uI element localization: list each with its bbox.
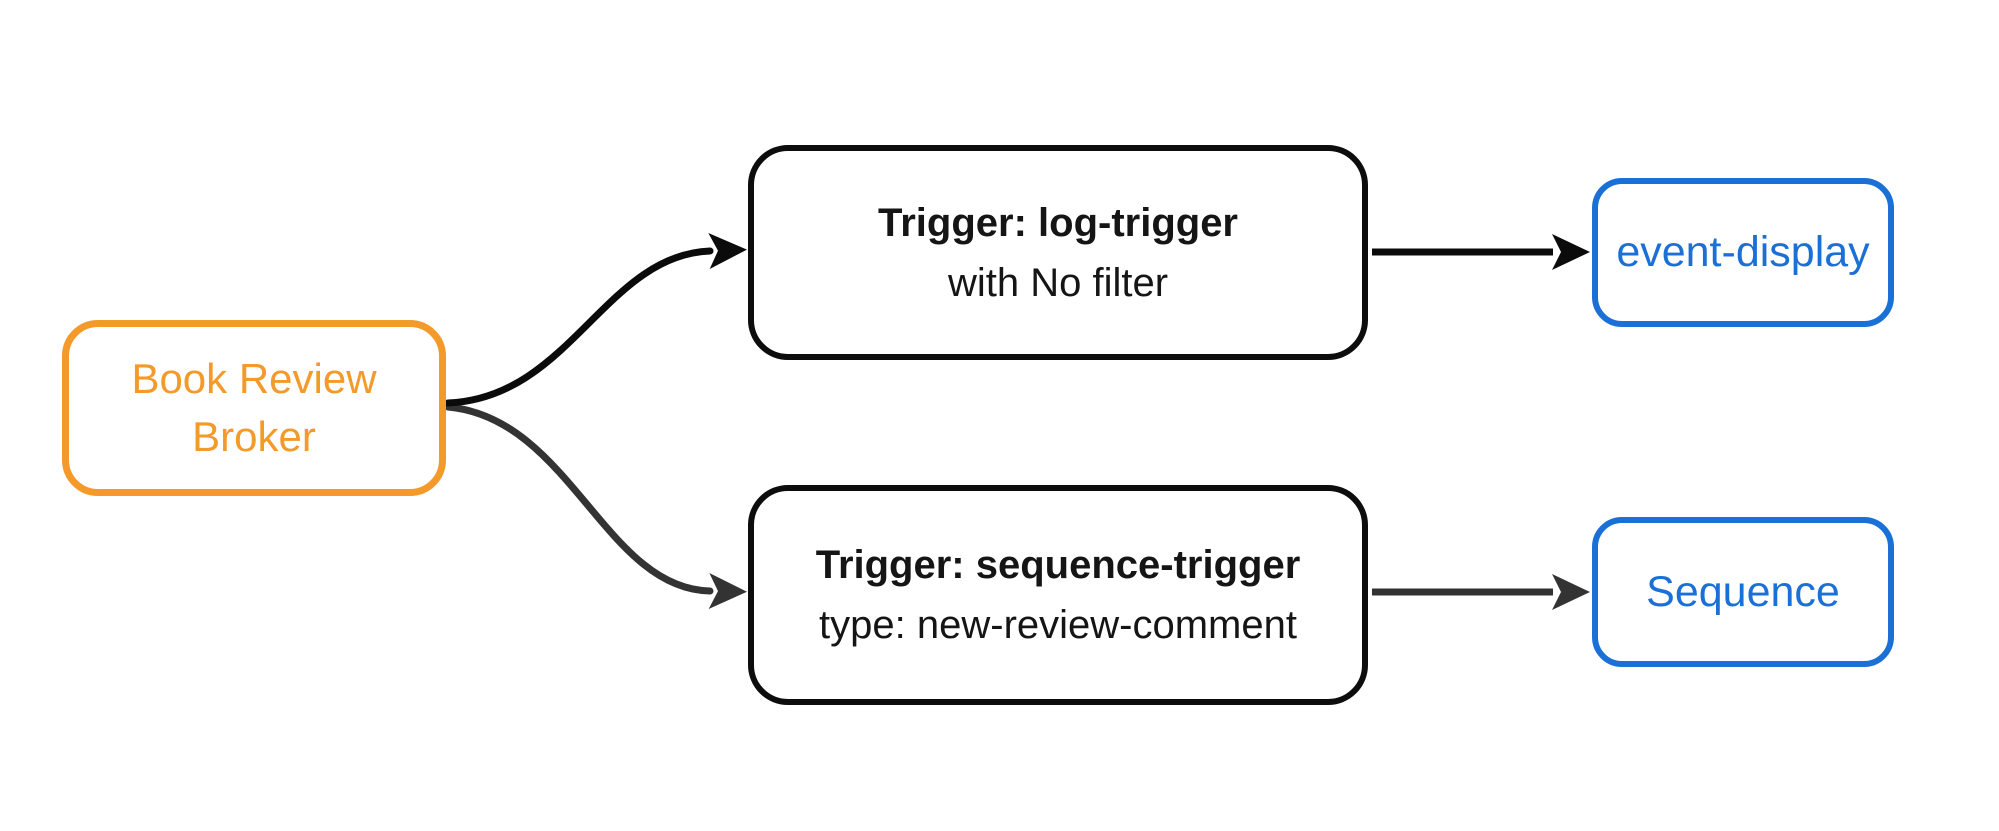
node-book-review-broker: Book Review Broker [62, 320, 446, 496]
node-log-trigger: Trigger: log-trigger with No filter [748, 145, 1368, 360]
event-display-label: event-display [1616, 228, 1870, 276]
sequence-trigger-subtitle: type: new-review-comment [819, 603, 1297, 647]
node-event-display: event-display [1592, 178, 1894, 327]
log-trigger-subtitle: with No filter [947, 260, 1169, 305]
node-sequence: Sequence [1592, 517, 1894, 667]
broker-label: Book Review Broker [131, 355, 377, 460]
log-trigger-title: Trigger: log-trigger [878, 200, 1238, 245]
sequence-label: Sequence [1646, 567, 1840, 616]
node-sequence-trigger: Trigger: sequence-trigger type: new-revi… [748, 485, 1368, 705]
edge-broker-to-log-trigger [444, 233, 747, 407]
sequence-trigger-title: Trigger: sequence-trigger [815, 543, 1301, 587]
edge-broker-to-sequence-trigger [444, 403, 747, 609]
